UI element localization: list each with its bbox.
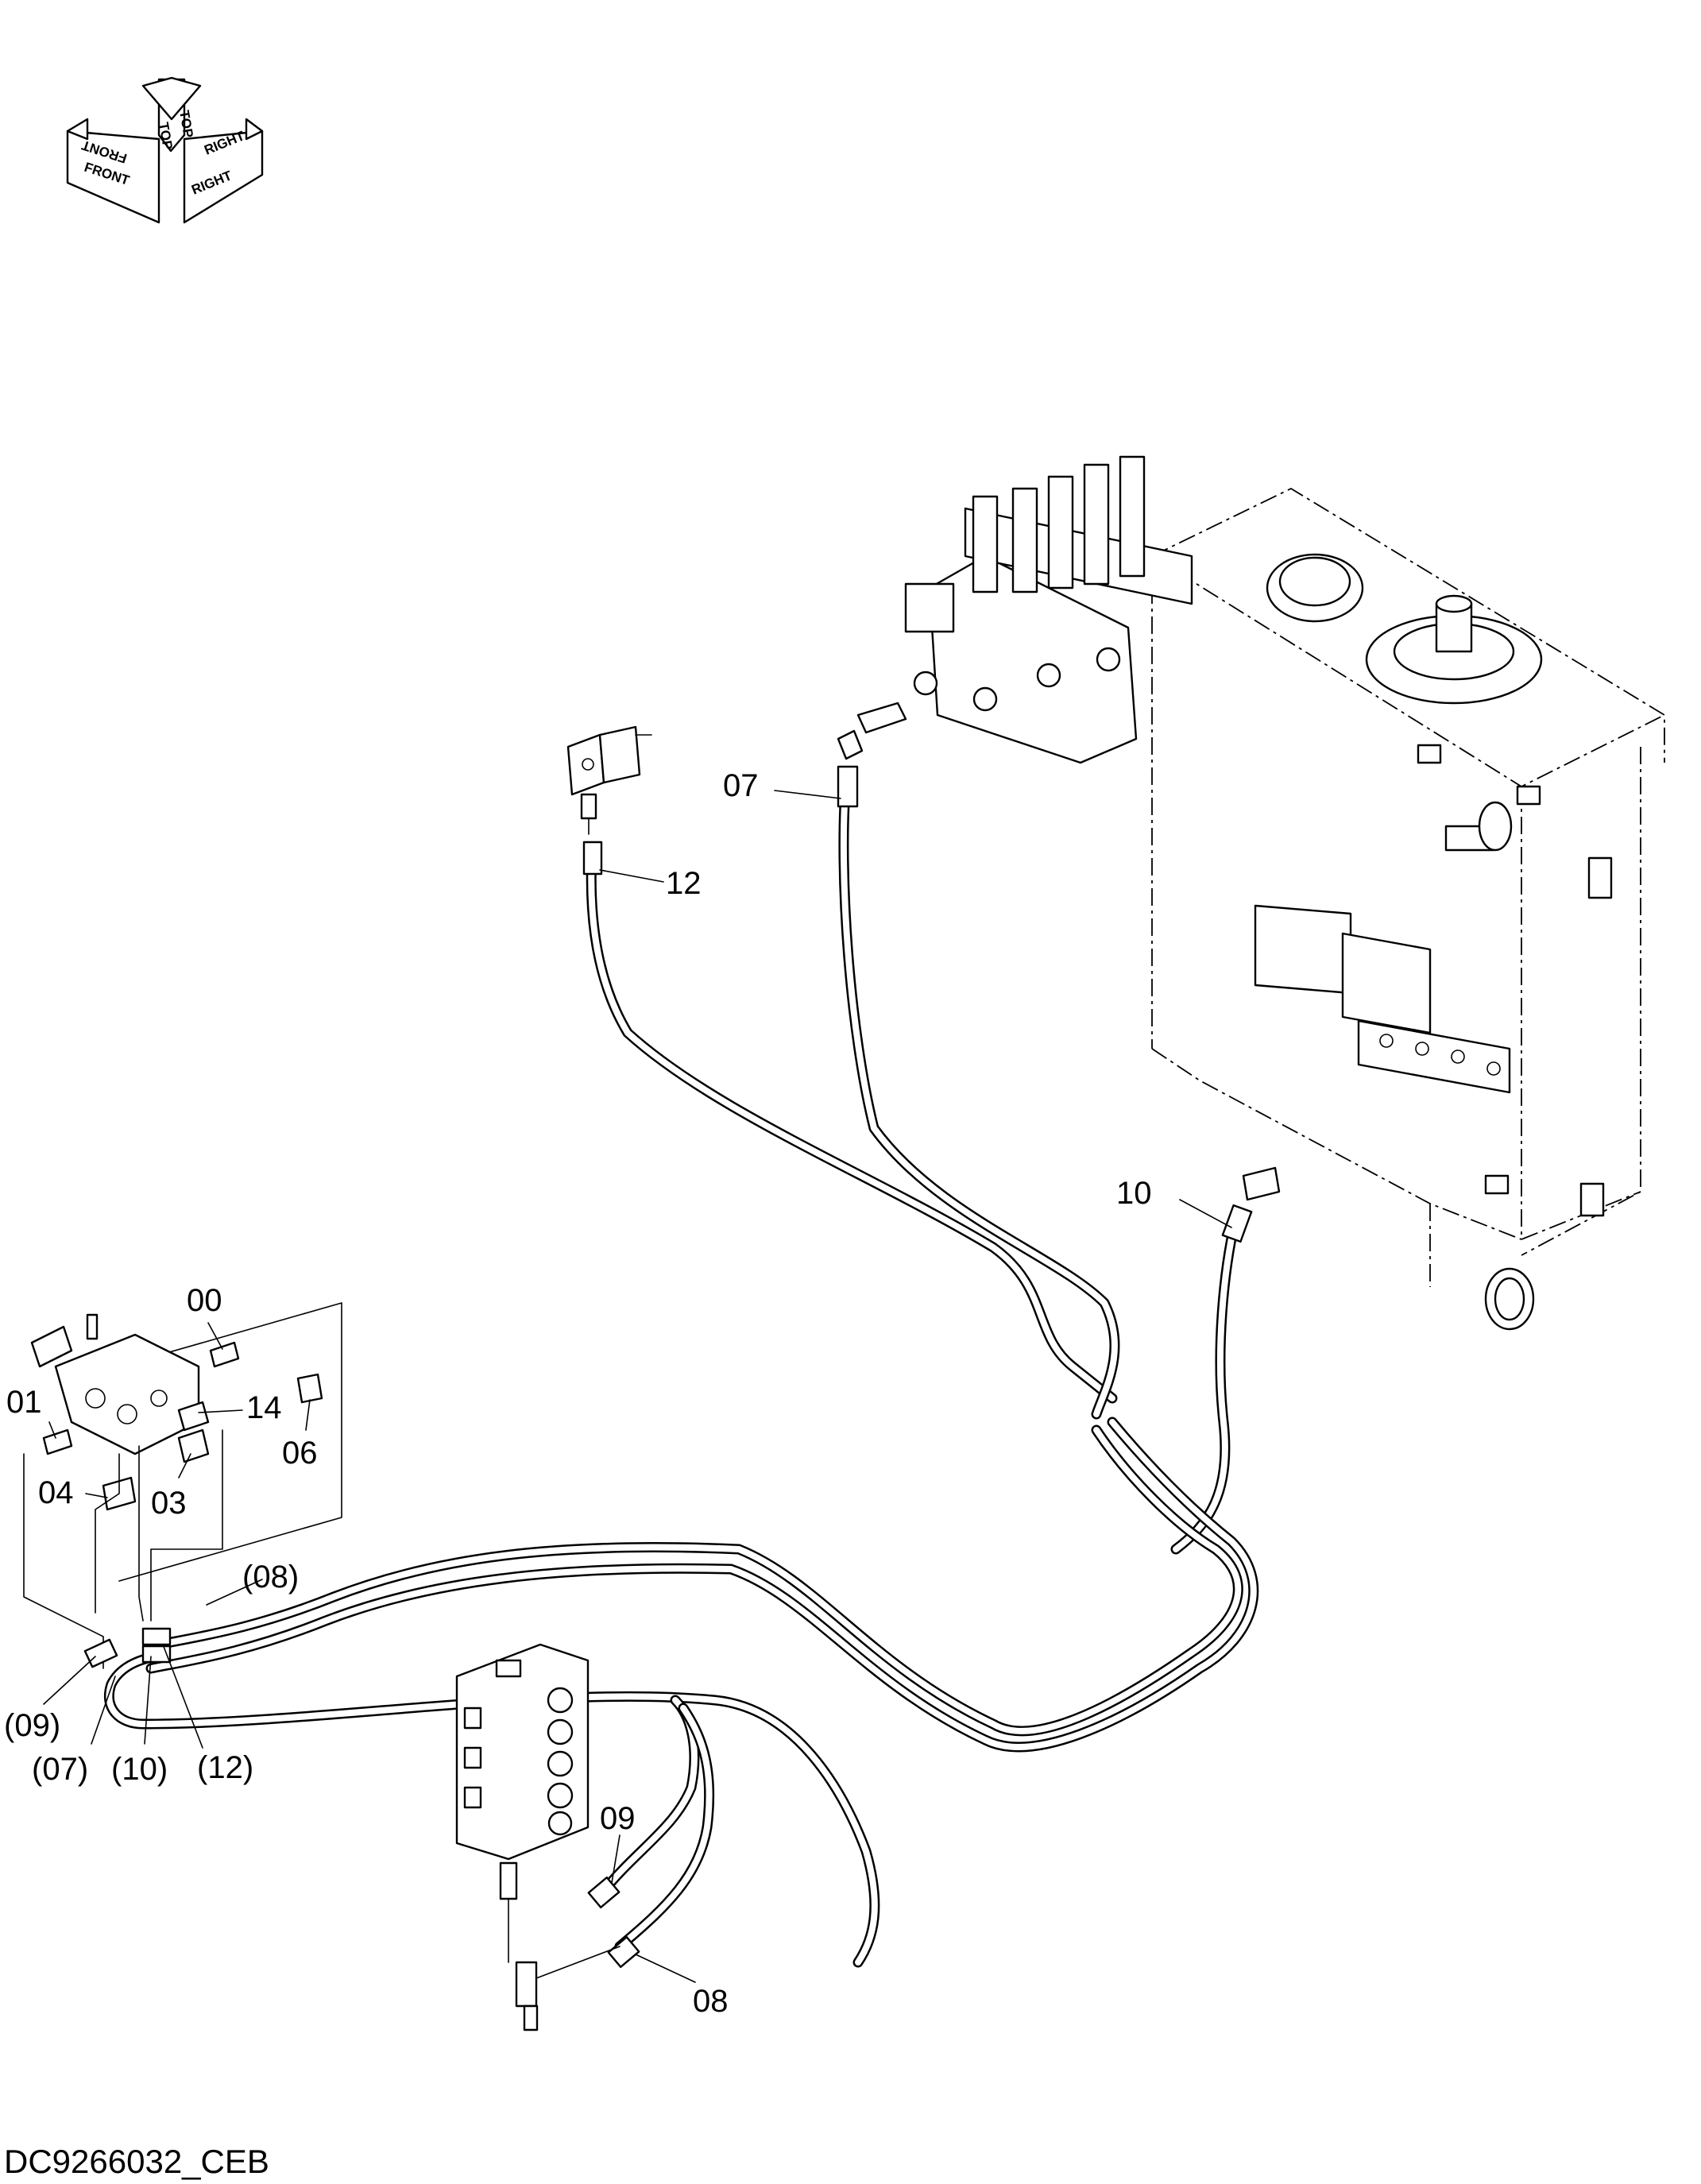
tank-clip-5 xyxy=(1579,1182,1605,1217)
mcv-end-cap xyxy=(904,582,955,633)
breather-cap-top xyxy=(1435,594,1473,613)
multi-valve-port-1 xyxy=(547,1687,574,1714)
mcv-port-3 xyxy=(1036,663,1061,688)
multi-valve-side-plug-2 xyxy=(463,1746,482,1769)
fitting-08-ref xyxy=(141,1627,172,1646)
fitting-03 xyxy=(177,1428,210,1463)
tank-clip-1 xyxy=(1417,744,1442,764)
callout-10: 10 xyxy=(1116,1176,1152,1211)
multi-valve-port-4 xyxy=(547,1782,574,1809)
tank-side-port-flange xyxy=(1478,801,1513,852)
multi-valve-side-plug-1 xyxy=(463,1707,482,1730)
callout-08-ref: (08) xyxy=(242,1560,299,1595)
hydraulic-tank xyxy=(1151,487,1665,1331)
fitting-12-ref xyxy=(141,1645,172,1664)
multi-valve-port-5 xyxy=(547,1811,573,1836)
hose-08-end-fitting xyxy=(607,1935,640,1969)
tank-outlet-pipe-bore xyxy=(1494,1277,1525,1321)
tank-clip-3 xyxy=(1587,856,1613,899)
tank-clip-2 xyxy=(1516,785,1541,806)
tank-terminal-strip xyxy=(1357,1019,1511,1094)
callout-12: 12 xyxy=(666,866,702,901)
mcv-spool-5 xyxy=(1119,455,1146,578)
top-arrow-head xyxy=(141,76,202,121)
callout-01: 01 xyxy=(6,1385,42,1420)
tank-cover-inner xyxy=(1278,556,1351,607)
multi-valve-port-3 xyxy=(547,1750,574,1777)
callout-03: 03 xyxy=(151,1486,187,1521)
mcv-port-1 xyxy=(913,671,938,696)
hose-12-end-fitting xyxy=(582,841,603,876)
valve-block-body xyxy=(54,1333,200,1455)
valve-block-pin xyxy=(86,1313,99,1340)
solenoid-port xyxy=(580,793,597,820)
leader-lines xyxy=(43,790,1232,1983)
callout-14: 14 xyxy=(246,1390,282,1425)
fitting-14 xyxy=(177,1401,210,1432)
callout-07-ref: (07) xyxy=(32,1752,88,1787)
callout-09-ref: (09) xyxy=(4,1708,60,1743)
callout-04: 04 xyxy=(38,1475,74,1510)
front-arrow-tip xyxy=(66,118,89,141)
mcv-spool-2 xyxy=(1011,487,1038,593)
multi-valve-outlet xyxy=(499,1861,518,1900)
tank-clip-4 xyxy=(1484,1174,1510,1195)
valve-block-elbow xyxy=(30,1325,73,1368)
mcv-spool-1 xyxy=(972,495,999,593)
callout-09: 09 xyxy=(600,1801,636,1836)
callout-12-ref: (12) xyxy=(197,1750,253,1785)
pilot-valve-block xyxy=(23,1302,342,1669)
callout-06: 06 xyxy=(282,1436,318,1471)
callout-10-ref: (10) xyxy=(111,1752,168,1787)
callout-00: 00 xyxy=(187,1283,222,1318)
hoses xyxy=(103,765,1281,1969)
hose-07-end-fitting xyxy=(837,765,859,808)
callout-labels: 07 12 10 00 01 14 06 04 03 (08) (09) (07… xyxy=(4,768,1152,2019)
fitting-06 xyxy=(296,1373,323,1404)
main-control-valve xyxy=(837,455,1193,764)
multi-valve-port-2 xyxy=(547,1718,574,1745)
hose-10-end-fitting xyxy=(1221,1204,1253,1243)
orientation-indicator: TOP TOP FRONT FRONT RIGHT RIGHT xyxy=(66,76,264,224)
fitting-01 xyxy=(42,1428,73,1455)
right-arrow xyxy=(183,129,264,224)
multi-control-valve xyxy=(455,1643,620,2031)
mcv-fitting xyxy=(856,702,907,734)
mcv-elbow xyxy=(837,729,864,760)
mcv-port-4 xyxy=(1096,647,1121,672)
front-arrow xyxy=(66,129,160,224)
bottom-tee-stem xyxy=(523,2004,539,2031)
tank-bracket-plate xyxy=(1341,932,1432,1034)
drawing-code: DC9266032_CEB xyxy=(4,2143,269,2180)
mcv-port-2 xyxy=(972,686,998,712)
multi-valve-side-plug-3 xyxy=(463,1786,482,1809)
right-arrow-tip xyxy=(245,118,264,141)
mcv-spool-3 xyxy=(1047,475,1074,589)
fitting-00 xyxy=(209,1341,240,1368)
solenoid-valve xyxy=(566,725,652,835)
hose-09-end-fitting xyxy=(587,1876,620,1909)
bottom-tee-fitting xyxy=(515,1961,538,2008)
solenoid-coil xyxy=(598,725,641,784)
tank-bracket xyxy=(1254,904,1352,995)
mcv-spool-4 xyxy=(1083,463,1110,586)
fitting-09-ref xyxy=(83,1638,118,1668)
multi-valve-cap xyxy=(495,1659,522,1678)
callout-08: 08 xyxy=(693,1984,729,2019)
callout-07: 07 xyxy=(723,768,759,803)
tank-elbow-fitting xyxy=(1242,1166,1281,1201)
solenoid-body xyxy=(566,733,605,796)
